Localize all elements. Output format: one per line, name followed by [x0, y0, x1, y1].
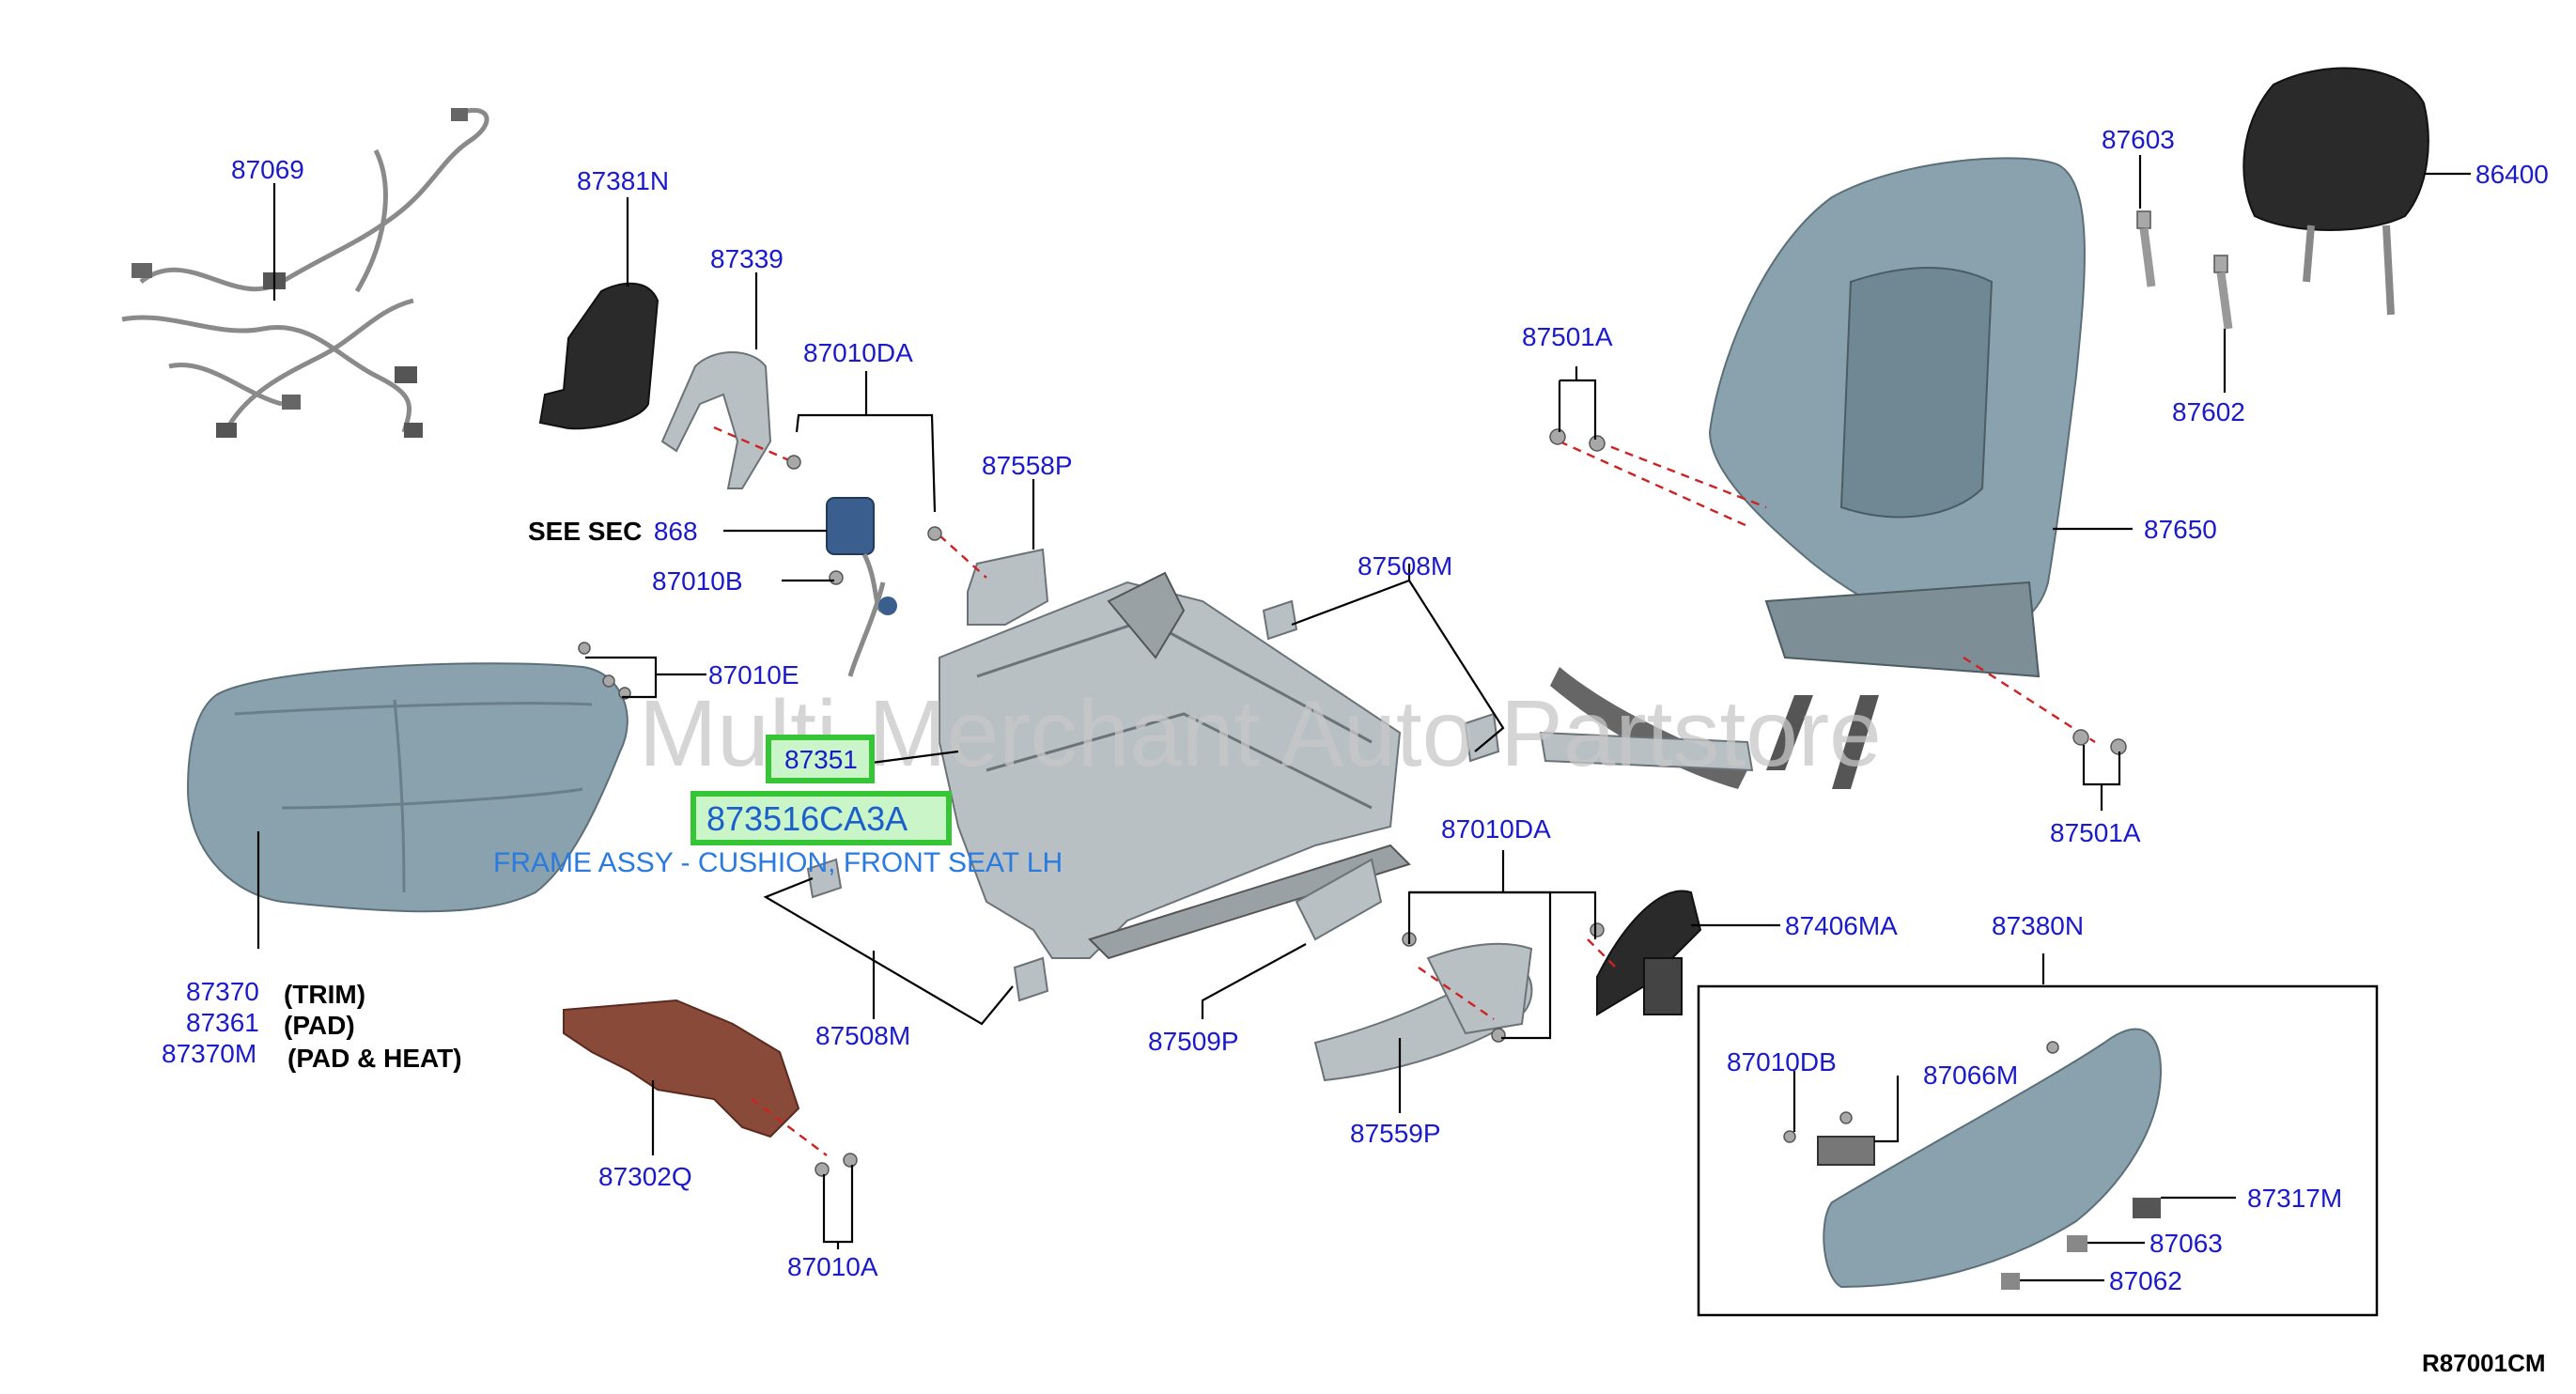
label-87380N[interactable]: 87380N [1992, 911, 2084, 940]
label-87339[interactable]: 87339 [710, 244, 784, 273]
label-87370M[interactable]: 87370M [162, 1039, 256, 1068]
label-87010E[interactable]: 87010E [708, 660, 799, 689]
part-labels: 87069 87381N 87339 87010DA 87558P 87010B… [162, 125, 2549, 1295]
label-87381N[interactable]: 87381N [577, 166, 669, 195]
label-87559P[interactable]: 87559P [1350, 1119, 1441, 1148]
highlight-box-87351 [766, 735, 875, 783]
label-87508M-top[interactable]: 87508M [1358, 551, 1452, 581]
headrest-86400[interactable] [2242, 67, 2429, 316]
see-sec-number[interactable]: 868 [654, 517, 698, 546]
label-87361[interactable]: 87361 [186, 1008, 259, 1037]
label-87508M-bottom[interactable]: 87508M [815, 1021, 910, 1050]
label-87650[interactable]: 87650 [2144, 515, 2217, 544]
cushion-frame-87351[interactable] [939, 571, 1411, 960]
bracket-87339[interactable] [660, 351, 772, 489]
label-87010B[interactable]: 87010B [652, 566, 743, 596]
label-trim: (TRIM) [284, 980, 365, 1009]
label-87010A[interactable]: 87010A [787, 1252, 878, 1281]
highlight-part-label[interactable]: 87351 [784, 745, 858, 774]
label-pad-heat: (PAD & HEAT) [287, 1044, 462, 1073]
headrest-guide-87602[interactable] [2213, 255, 2233, 330]
diagram-reference: R87001CM [2422, 1349, 2546, 1377]
bracket-87406MA[interactable] [1596, 890, 1702, 1016]
label-87602[interactable]: 87602 [2172, 397, 2245, 426]
label-87062[interactable]: 87062 [2109, 1266, 2182, 1295]
side-panel-87380N[interactable] [1817, 1028, 2163, 1290]
label-87501A-top[interactable]: 87501A [1522, 322, 1613, 351]
seat-cushion-87370[interactable] [186, 662, 628, 913]
see-sec-prefix: SEE SEC [528, 517, 642, 546]
seat-back-panel-87381N[interactable] [538, 282, 660, 430]
see-section-note: SEE SEC 868 [528, 517, 698, 546]
label-87063[interactable]: 87063 [2149, 1229, 2223, 1258]
label-pad: (PAD) [284, 1011, 355, 1040]
seat-back-87650[interactable] [1550, 157, 2086, 789]
label-87302Q[interactable]: 87302Q [598, 1162, 692, 1191]
highlight-box-part-number [691, 791, 952, 845]
wiring-harness-87069[interactable] [121, 107, 489, 438]
label-87069[interactable]: 87069 [231, 155, 304, 184]
label-87066M[interactable]: 87066M [1923, 1061, 2018, 1090]
label-87010DA-bottom[interactable]: 87010DA [1441, 814, 1551, 844]
fasteners [578, 428, 2127, 1177]
label-87558P[interactable]: 87558P [982, 451, 1073, 480]
side-cover-inner [1426, 942, 1533, 1035]
label-87509P[interactable]: 87509P [1148, 1027, 1239, 1056]
label-86400[interactable]: 86400 [2475, 160, 2549, 189]
seat-belt-buckle[interactable] [826, 497, 897, 677]
label-87406MA[interactable]: 87406MA [1785, 911, 1898, 940]
leader-lines [256, 155, 2471, 1282]
lower-cover-87302Q[interactable] [563, 999, 800, 1138]
highlight-part-description: FRAME ASSY - CUSHION, FRONT SEAT LH [493, 847, 1063, 878]
label-87501A-bottom[interactable]: 87501A [2050, 818, 2141, 847]
group-box-87380N [1697, 984, 2379, 1317]
headrest-guide-87603[interactable] [2136, 210, 2156, 287]
label-87317M[interactable]: 87317M [2247, 1184, 2342, 1213]
label-87010DA-top[interactable]: 87010DA [803, 338, 913, 367]
fastener-dash-lines [713, 426, 2096, 1156]
highlight-part-number[interactable]: 873516CA3A [706, 799, 908, 838]
label-87603[interactable]: 87603 [2102, 125, 2175, 154]
label-87370[interactable]: 87370 [186, 977, 259, 1006]
cover-87558P[interactable] [967, 548, 1049, 626]
label-87010DB[interactable]: 87010DB [1727, 1047, 1837, 1076]
seat-rail-87509P[interactable] [1295, 858, 1383, 941]
